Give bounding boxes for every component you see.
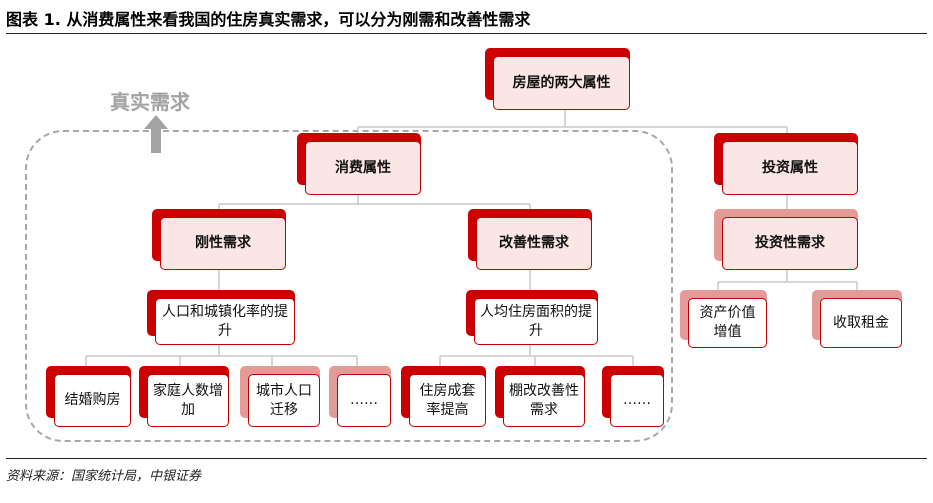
source-rule — [6, 458, 927, 459]
real-need-label: 真实需求 — [110, 90, 190, 114]
rigid-more-node: …… — [329, 366, 391, 427]
rental-income-node: 收取租金 — [812, 290, 902, 348]
investment-attribute-node: 投资属性 — [714, 133, 858, 195]
source-note: 资料来源：国家统计局，中银证券 — [6, 469, 202, 484]
title-rule — [6, 33, 927, 34]
real-need-dashed-region — [25, 130, 673, 442]
investment-need-node: 投资性需求 — [714, 209, 858, 270]
population-urbanization-node: 人口和城镇化率的提升 — [147, 290, 295, 345]
figure-title: 图表 1. 从消费属性来看我国的住房真实需求，可以分为刚需和改善性需求 — [6, 10, 531, 29]
consumption-attribute-node: 消费属性 — [297, 133, 421, 195]
asset-appreciation-node: 资产价值增值 — [680, 290, 767, 348]
up-arrow-icon — [144, 115, 168, 153]
marriage-purchase-node: 结婚购房 — [46, 366, 131, 427]
urban-migration-node: 城市人口迁移 — [240, 366, 320, 427]
household-size-node: 家庭人数增加 — [139, 366, 229, 427]
improve-more-node: …… — [602, 366, 664, 427]
improvement-need-node: 改善性需求 — [468, 209, 592, 270]
housing-completeness-node: 住房成套率提高 — [401, 366, 486, 427]
shantytown-renovation-node: 棚改改善性需求 — [495, 366, 585, 427]
rigid-need-node: 刚性需求 — [152, 209, 286, 270]
per-capita-area-node: 人均住房面积的提升 — [466, 290, 598, 345]
root-node: 房屋的两大属性 — [485, 48, 630, 110]
